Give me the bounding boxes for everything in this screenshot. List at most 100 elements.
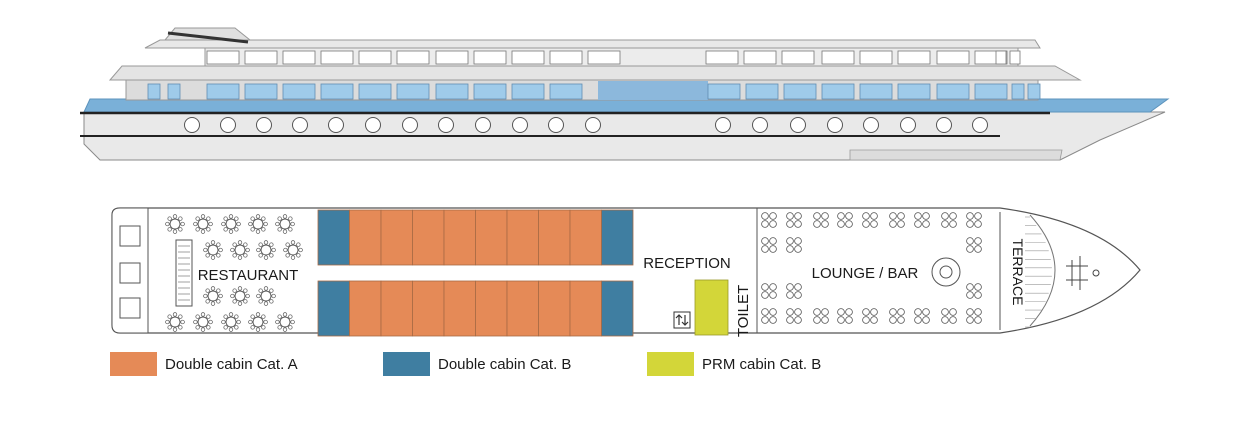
lounge-chair (794, 308, 802, 316)
terrace-label: TERRACE (1010, 239, 1026, 306)
chair (200, 214, 206, 219)
lounge-chair (769, 212, 777, 220)
restaurant-table (230, 286, 250, 306)
chair (193, 319, 198, 325)
chair (285, 242, 290, 247)
upper-deck-window (282, 50, 316, 65)
cabin-cat-b (601, 209, 634, 266)
lounge-seat-group (889, 308, 905, 324)
chair (178, 216, 183, 221)
lounge-chair (897, 308, 905, 316)
chair (172, 327, 178, 332)
porthole (328, 117, 344, 133)
chair (277, 227, 282, 232)
legend-item-cat-a: Double cabin Cat. A (110, 352, 298, 376)
table-top (287, 244, 299, 256)
chair (178, 314, 183, 319)
lounge-chair (870, 308, 878, 316)
chair (258, 299, 263, 304)
chair (234, 227, 239, 232)
upper-deck-window (244, 50, 278, 65)
chair (269, 299, 274, 304)
chair (232, 242, 237, 247)
hull-blue-band (83, 98, 1170, 113)
chair (167, 325, 172, 330)
chair (172, 229, 178, 234)
chair (269, 288, 274, 293)
lounge-seat-group (837, 308, 853, 324)
main-deck-window (320, 83, 354, 100)
upper-deck-window (897, 50, 931, 65)
table-top (225, 218, 237, 230)
chair (195, 227, 200, 232)
lounge-chair (769, 283, 777, 291)
lounge-chair (889, 316, 897, 324)
lounge-chair (914, 316, 922, 324)
restaurant-table (221, 312, 241, 332)
restaurant-table (275, 214, 295, 234)
upper-deck-window (435, 50, 469, 65)
lounge-seat-group (941, 212, 957, 228)
chair (232, 288, 237, 293)
chair (200, 312, 206, 317)
lounge-chair (786, 245, 794, 253)
restaurant-table (230, 240, 250, 260)
chair (237, 286, 243, 291)
legend-item-prm: PRM cabin Cat. B (647, 352, 821, 376)
chair (172, 214, 178, 219)
chair (255, 214, 261, 219)
lounge-seat-group (862, 212, 878, 228)
lounge-chair (914, 308, 922, 316)
chair (261, 314, 266, 319)
restaurant-table (203, 240, 223, 260)
chair (178, 227, 183, 232)
cabin-cat-a (569, 209, 602, 266)
lounge-chair (769, 291, 777, 299)
cabin-cat-b (317, 280, 350, 337)
table-top (207, 290, 219, 302)
wheelhouse-stripe (167, 31, 249, 44)
lounge-chair (786, 291, 794, 299)
lounge-chair (794, 220, 802, 228)
main-deck-blue-panel (598, 81, 708, 100)
lounge-chair (761, 220, 769, 228)
restaurant-table (165, 312, 185, 332)
lounge-chair (949, 212, 957, 220)
chair (263, 301, 269, 306)
chair (237, 255, 243, 260)
upper-deck-window (358, 50, 392, 65)
chair (248, 319, 253, 325)
chair (221, 319, 226, 325)
cabin-cat-a (380, 209, 413, 266)
lounge-chair (794, 237, 802, 245)
lounge-chair (922, 308, 930, 316)
chair (290, 255, 296, 260)
lounge-seat-group (966, 283, 982, 299)
porthole (365, 117, 381, 133)
chair (248, 221, 253, 227)
lounge-chair (761, 316, 769, 324)
main-deck-window (396, 83, 430, 100)
chair (275, 319, 280, 325)
cabin-cat-a (538, 280, 571, 337)
lounge-seat-group (786, 308, 802, 324)
upper-deck-window (587, 50, 621, 65)
table-top (260, 290, 272, 302)
main-deck-window (147, 83, 161, 100)
lounge-chair (837, 308, 845, 316)
lounge-chair (769, 220, 777, 228)
legend-swatch-prm (647, 352, 694, 376)
lounge-chair (966, 237, 974, 245)
lounge-chair (949, 220, 957, 228)
chair (234, 314, 239, 319)
chair (205, 299, 210, 304)
buffet-table (175, 239, 193, 307)
chair (228, 312, 234, 317)
chair (275, 221, 280, 227)
porthole (715, 117, 731, 133)
chair (208, 221, 213, 227)
lounge-chair (761, 291, 769, 299)
chair (258, 288, 263, 293)
upper-deck-window (1009, 50, 1021, 65)
lounge-chair (941, 308, 949, 316)
